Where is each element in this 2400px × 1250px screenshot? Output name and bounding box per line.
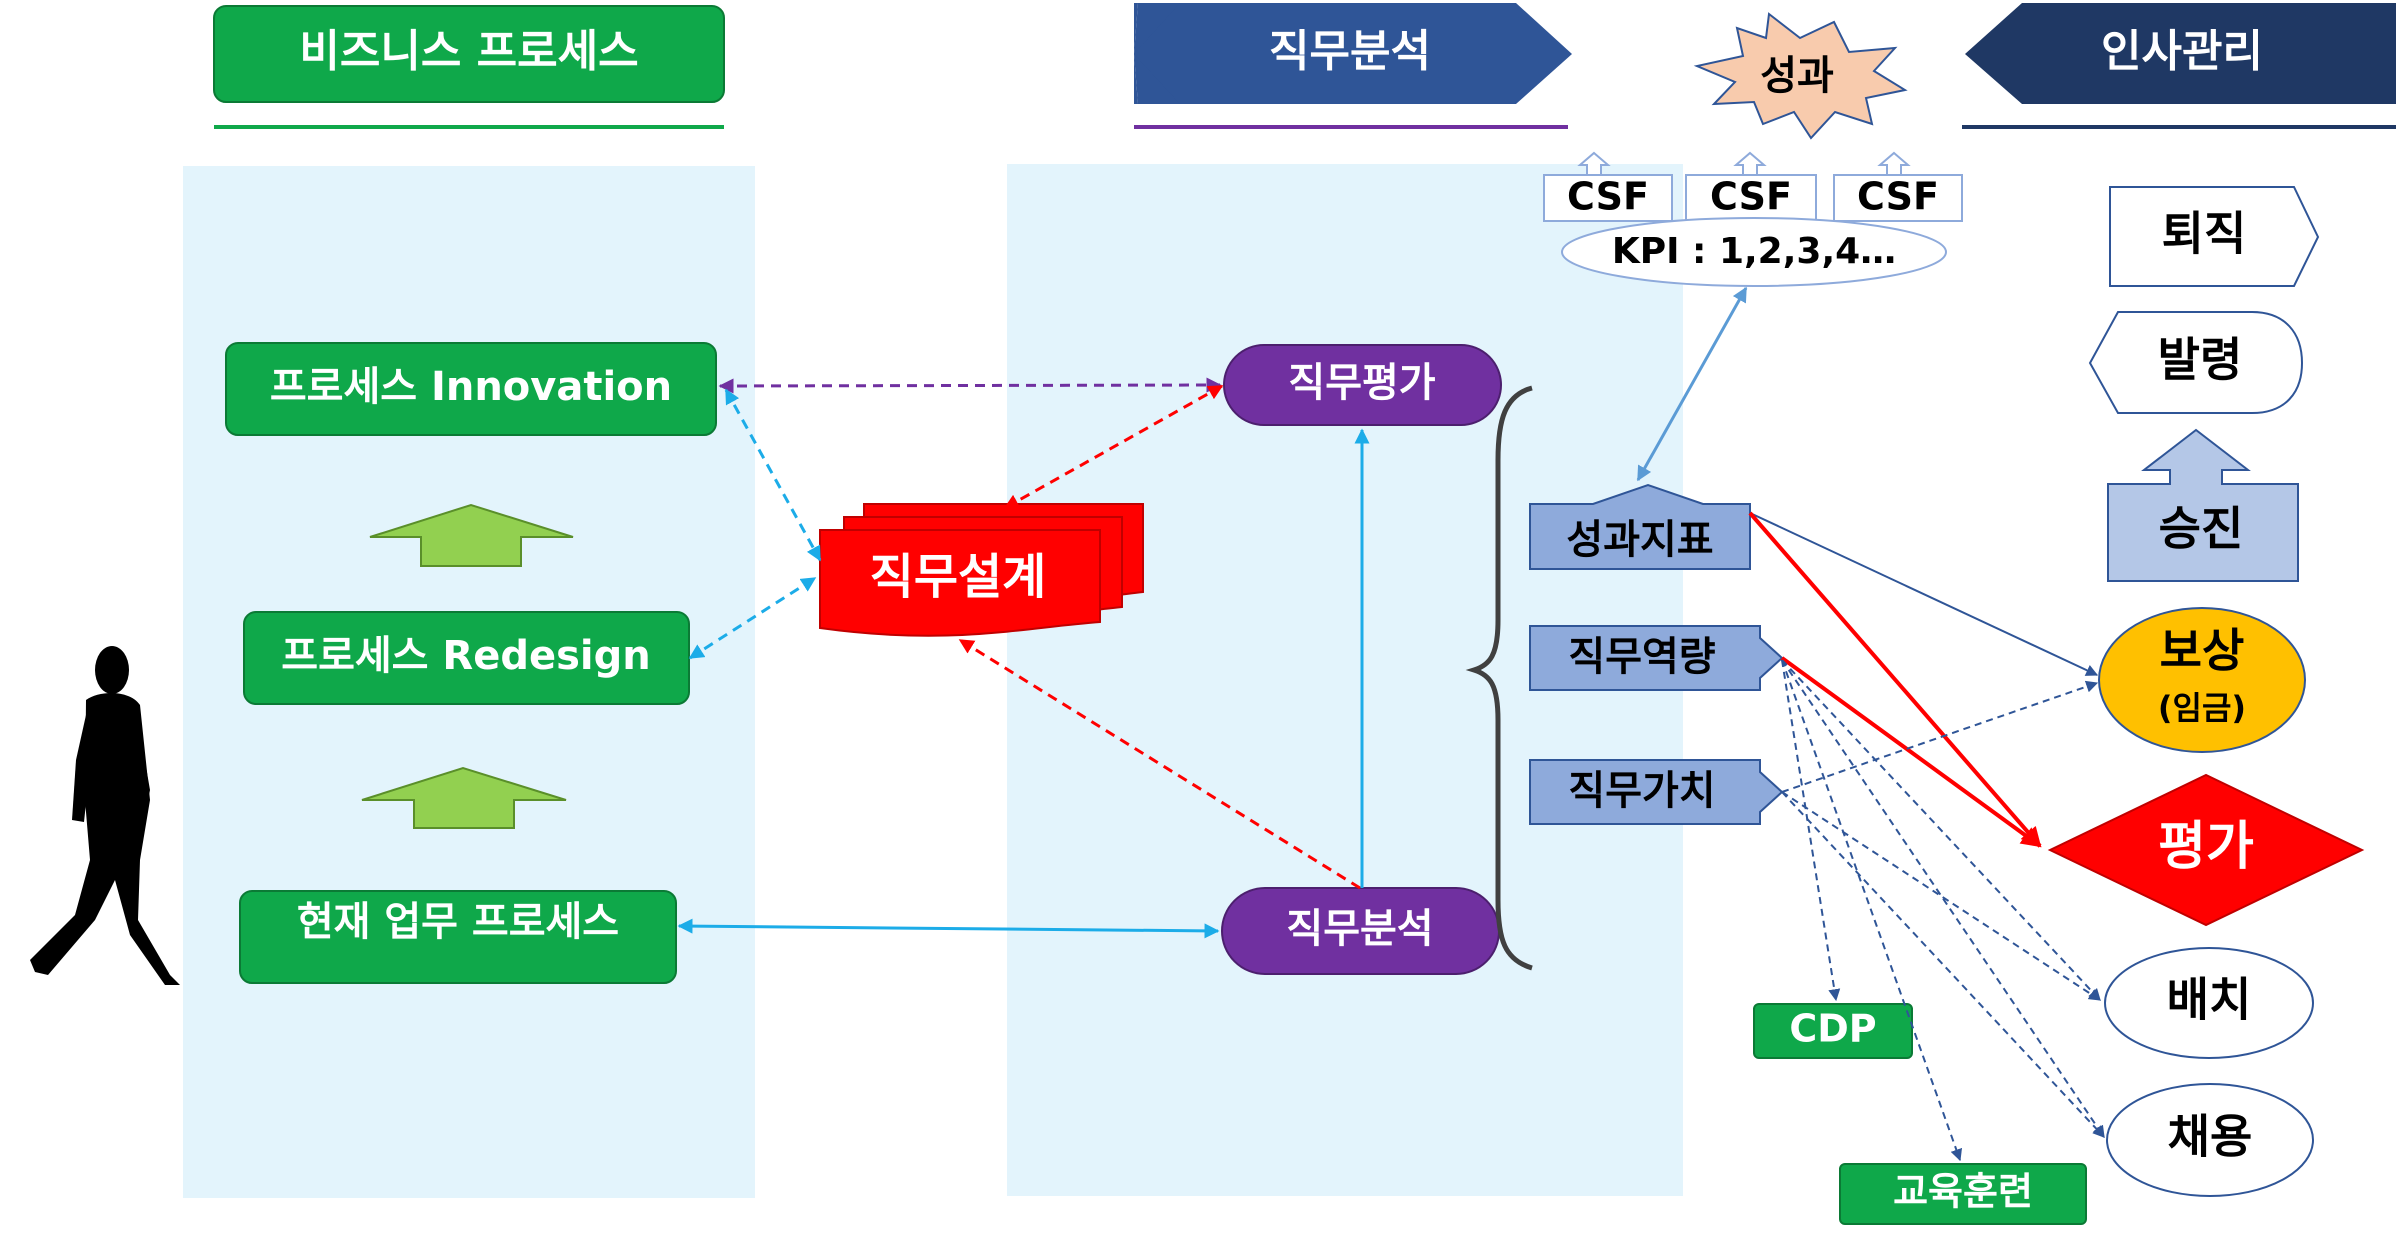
connector-innovation-evaluation: [718, 377, 1222, 394]
connector-value-placement: [1781, 791, 2102, 1001]
competency-box: [1529, 625, 1784, 691]
connector-kpi-index: [1636, 286, 1748, 482]
business-process-header: 비즈니스 프로세스: [299, 26, 638, 77]
connector-current-analysis: [677, 918, 1220, 939]
process-redesign-label: 프로세스 Redesign: [281, 633, 650, 679]
connector-evaluation-design: [1003, 384, 1224, 510]
business-process-header-box: [213, 5, 725, 103]
resignation-box: [2109, 186, 2320, 287]
appointment-box: [2088, 311, 2304, 414]
performance-label: 성과: [1760, 53, 1834, 99]
job-analysis-header: 직무분석: [1269, 26, 1431, 77]
up-arrow-icon-upper: [369, 503, 574, 567]
cdp-box: [1753, 1003, 1913, 1059]
up-arrow-icon-lower: [361, 766, 567, 829]
connector-analysis-design: [958, 638, 1361, 890]
current-process-label: 현재 업무 프로세스: [297, 899, 619, 945]
kpi-label: KPI : 1,2,3,4…: [1612, 231, 1896, 272]
hr-header-box: [1965, 3, 2396, 104]
cdp-label: CDP: [1789, 1007, 1876, 1051]
recruitment-ellipse: [2106, 1083, 2314, 1197]
appointment-label: 발령: [2158, 333, 2243, 387]
process-innovation-label: 프로세스 Innovation: [270, 364, 672, 410]
connector-competency-training: [1781, 659, 1963, 1162]
job-analysis-header-box: [1134, 3, 1572, 104]
job-evaluation-pill: [1223, 344, 1502, 426]
connector-value-recruitment: [1781, 791, 2105, 1138]
kpi-ellipse: [1561, 217, 1947, 287]
curly-brace: [1465, 385, 1533, 971]
job-evaluation-label: 직무평가: [1288, 360, 1435, 406]
connector-competency-evaluation: [1780, 656, 2042, 848]
evaluation-diamond: [2047, 773, 2365, 927]
competency-label: 직무역량: [1568, 634, 1715, 680]
compensation-circle: [2098, 607, 2306, 753]
connector-competency-cdp: [1781, 659, 1841, 1002]
connector-value-compensation: [1781, 680, 2099, 793]
promotion-label: 승진: [2159, 502, 2244, 556]
csf-box-2: [1685, 174, 1817, 222]
connector-index-compensation: [1749, 512, 2099, 676]
compensation-sub-label: (임금): [2158, 689, 2246, 727]
performance-burst: [1693, 12, 1908, 140]
job-value-label: 직무가치: [1568, 768, 1715, 814]
job-design-stack: [819, 503, 1144, 637]
connector-competency-placement: [1781, 659, 2101, 1001]
job-value-box: [1529, 759, 1784, 825]
job-analysis-label: 직무분석: [1286, 906, 1433, 952]
performance-index-box: [1529, 483, 1751, 570]
evaluation-label: 평가: [2158, 817, 2254, 877]
placement-label: 배치: [2167, 973, 2252, 1027]
performance-index-label: 성과지표: [1566, 517, 1713, 563]
process-innovation-box: [225, 342, 717, 436]
current-process-box: [239, 890, 677, 984]
connector-redesign-design: [688, 576, 817, 660]
walking-person-icon: [30, 646, 180, 985]
hr-header: 인사관리: [2101, 26, 2263, 77]
promotion-box: [2107, 428, 2299, 582]
training-label: 교육훈련: [1893, 1170, 2033, 1214]
csf-box-3: [1833, 174, 1963, 222]
resignation-label: 퇴직: [2162, 207, 2247, 261]
job-design-label: 직무설계: [870, 549, 1047, 605]
csf-label-1: CSF: [1567, 175, 1649, 219]
csf-box-1: [1543, 174, 1673, 222]
connector-innovation-design: [724, 388, 822, 562]
csf-label-2: CSF: [1710, 175, 1792, 219]
csf-group: [1543, 151, 1963, 222]
connector-index-evaluation: [1748, 511, 2042, 848]
compensation-label: 보상: [2160, 624, 2245, 678]
placement-ellipse: [2104, 947, 2314, 1059]
training-box: [1839, 1163, 2087, 1225]
recruitment-label: 채용: [2168, 1110, 2253, 1164]
csf-label-3: CSF: [1857, 175, 1939, 219]
